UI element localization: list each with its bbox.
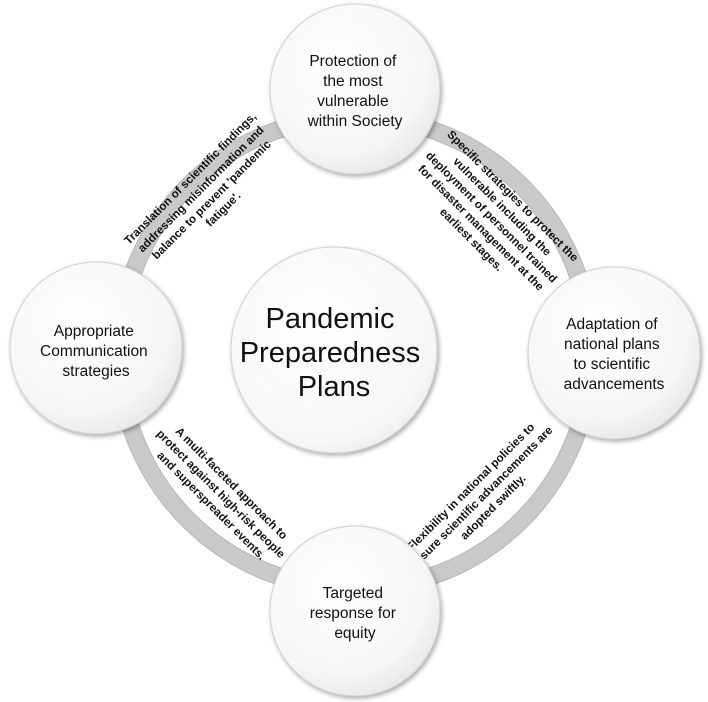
- node-label-line: Adaptation of: [566, 316, 658, 333]
- node-label-line: response for: [310, 605, 396, 622]
- node-label-line: Targeted: [323, 585, 383, 602]
- node-left: Appropriate Communication strategies: [9, 261, 183, 435]
- node-label-line: Appropriate: [54, 323, 134, 340]
- node-right: Adaptation of national plans to scientif…: [527, 266, 701, 440]
- center-title-line: Pandemic: [265, 303, 394, 335]
- center-title-line: Preparedness: [240, 337, 421, 369]
- svg-text:Appropriate Communicatio: Appropriate Communication strategies: [40, 323, 152, 380]
- node-label-line: advancements: [564, 376, 665, 393]
- svg-text:Pandemic Preparedness: Pandemic Preparedness Plans: [240, 303, 429, 403]
- center-node: Pandemic Preparedness Plans: [230, 246, 438, 454]
- node-bottom: Targeted response for equity: [269, 525, 441, 697]
- node-label-line: equity: [334, 625, 376, 642]
- node-label-line: to scientific: [574, 356, 651, 373]
- node-label-line: national plans: [564, 336, 660, 353]
- node-top: Protection of the most vulnerable within…: [269, 3, 441, 175]
- svg-text:Targeted response for: Targeted response for equity: [310, 585, 400, 642]
- center-title-line: Plans: [298, 371, 371, 403]
- node-label-line: vulnerable: [317, 93, 389, 110]
- node-label-line: Communication: [40, 343, 148, 360]
- node-label-line: within Society: [307, 113, 403, 130]
- svg-text:Adaptation of national p: Adaptation of national plans to scientif…: [564, 316, 665, 393]
- svg-text:Protection of the most: Protection of the most vulnerable within…: [307, 53, 403, 130]
- node-label-line: strategies: [62, 363, 129, 380]
- node-label-line: Protection of: [309, 53, 397, 70]
- connector-line: addressing misinformation and: [135, 124, 266, 255]
- node-label-line: the most: [323, 73, 383, 90]
